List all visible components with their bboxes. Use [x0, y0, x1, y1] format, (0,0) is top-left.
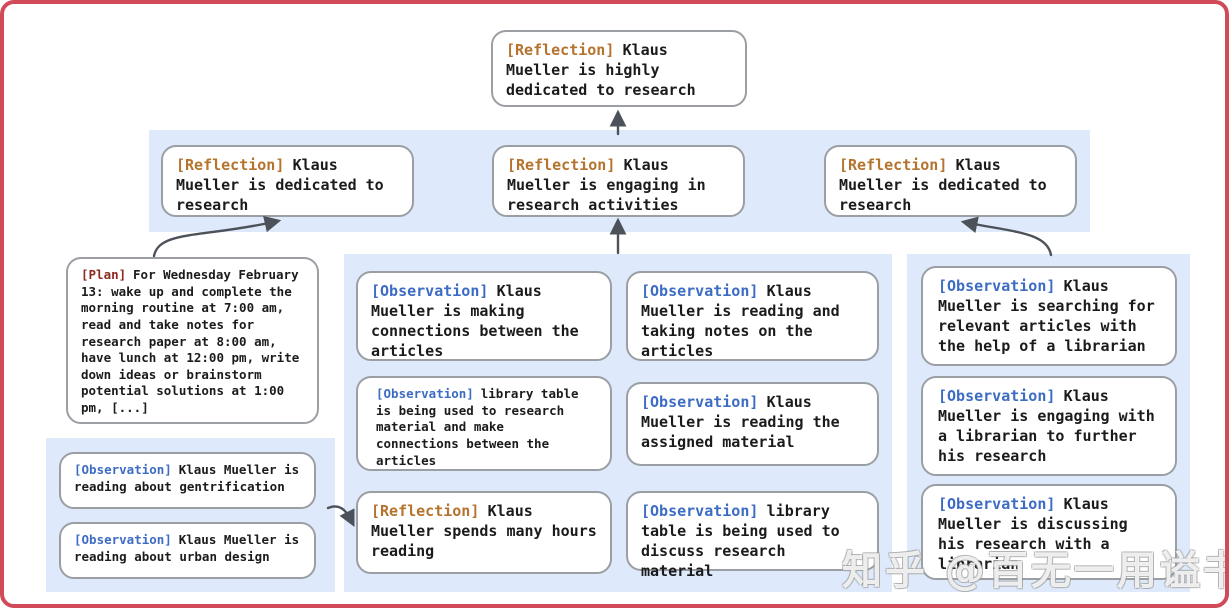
- node-body: Klaus Mueller is discussing his research…: [938, 495, 1128, 573]
- zhihu-watermark: 知乎 @百无一用谥书生: [842, 548, 1225, 594]
- node-reflection-right: [Reflection]Klaus Mueller is dedicated t…: [824, 145, 1077, 217]
- node-body: Klaus Mueller is reading the assigned ma…: [641, 393, 840, 451]
- reflection-tag: [Reflection]: [176, 156, 285, 174]
- node-body: library table is being used to research …: [376, 386, 579, 468]
- observation-tag: [Observation]: [938, 495, 1056, 513]
- plan-tag: [Plan]: [81, 267, 127, 282]
- node-body: For Wednesday February 13: wake up and c…: [81, 267, 300, 415]
- observation-tag: [Observation]: [376, 386, 474, 401]
- observation-tag: [Observation]: [74, 462, 172, 477]
- node-reflection-left: [Reflection]Klaus Mueller is dedicated t…: [161, 145, 414, 217]
- node-body: Klaus Mueller spends many hours reading: [371, 502, 597, 560]
- node-obs-urban-design: [Observation]Klaus Mueller is reading ab…: [59, 522, 316, 579]
- node-body: Klaus Mueller is dedicated to research: [839, 156, 1047, 214]
- node-body: Klaus Mueller is reading about urban des…: [74, 532, 300, 564]
- node-root-reflection: [Reflection]Klaus Mueller is highly dedi…: [491, 30, 747, 107]
- observation-tag: [Observation]: [641, 282, 759, 300]
- node-body: Klaus Mueller is reading and taking note…: [641, 282, 840, 360]
- reflection-tag: [Reflection]: [507, 156, 616, 174]
- node-obs-connections: [Observation]Klaus Mueller is making con…: [356, 271, 612, 361]
- node-body: Klaus Mueller is dedicated to research: [176, 156, 384, 214]
- node-obs-engaging-librarian: [Observation]Klaus Mueller is engaging w…: [921, 376, 1177, 476]
- node-obs-assigned-material: [Observation]Klaus Mueller is reading th…: [626, 382, 879, 466]
- node-body: Klaus Mueller is engaging with a librari…: [938, 387, 1155, 465]
- node-obs-library-research: [Observation]library table is being used…: [356, 376, 612, 471]
- node-obs-library-discuss: [Observation]library table is being used…: [626, 491, 879, 580]
- observation-tag: [Observation]: [641, 502, 759, 520]
- observation-tag: [Observation]: [371, 282, 489, 300]
- node-body: Klaus Mueller is making connections betw…: [371, 282, 579, 360]
- node-body: Klaus Mueller is engaging in research ac…: [507, 156, 706, 214]
- reflection-tag: [Reflection]: [506, 41, 615, 59]
- node-body: Klaus Mueller is highly dedicated to res…: [506, 41, 696, 99]
- node-refl-hours-reading: [Reflection]Klaus Mueller spends many ho…: [356, 491, 612, 574]
- reflection-tag: [Reflection]: [371, 502, 480, 520]
- reflection-tag: [Reflection]: [839, 156, 948, 174]
- node-obs-searching-articles: [Observation]Klaus Mueller is searching …: [921, 266, 1177, 366]
- node-body: library table is being used to discuss r…: [641, 502, 840, 580]
- node-reflection-center: [Reflection]Klaus Mueller is engaging in…: [492, 145, 745, 217]
- node-obs-gentrification: [Observation]Klaus Mueller is reading ab…: [59, 452, 316, 509]
- node-plan: [Plan]For Wednesday February 13: wake up…: [66, 257, 319, 424]
- node-body: Klaus Mueller is reading about gentrific…: [74, 462, 300, 494]
- observation-tag: [Observation]: [641, 393, 759, 411]
- observation-tag: [Observation]: [938, 277, 1056, 295]
- observation-tag: [Observation]: [938, 387, 1056, 405]
- observation-tag: [Observation]: [74, 532, 172, 547]
- node-obs-taking-notes: [Observation]Klaus Mueller is reading an…: [626, 271, 879, 361]
- node-obs-discussing-librarian: [Observation]Klaus Mueller is discussing…: [921, 484, 1177, 580]
- node-body: Klaus Mueller is searching for relevant …: [938, 277, 1155, 355]
